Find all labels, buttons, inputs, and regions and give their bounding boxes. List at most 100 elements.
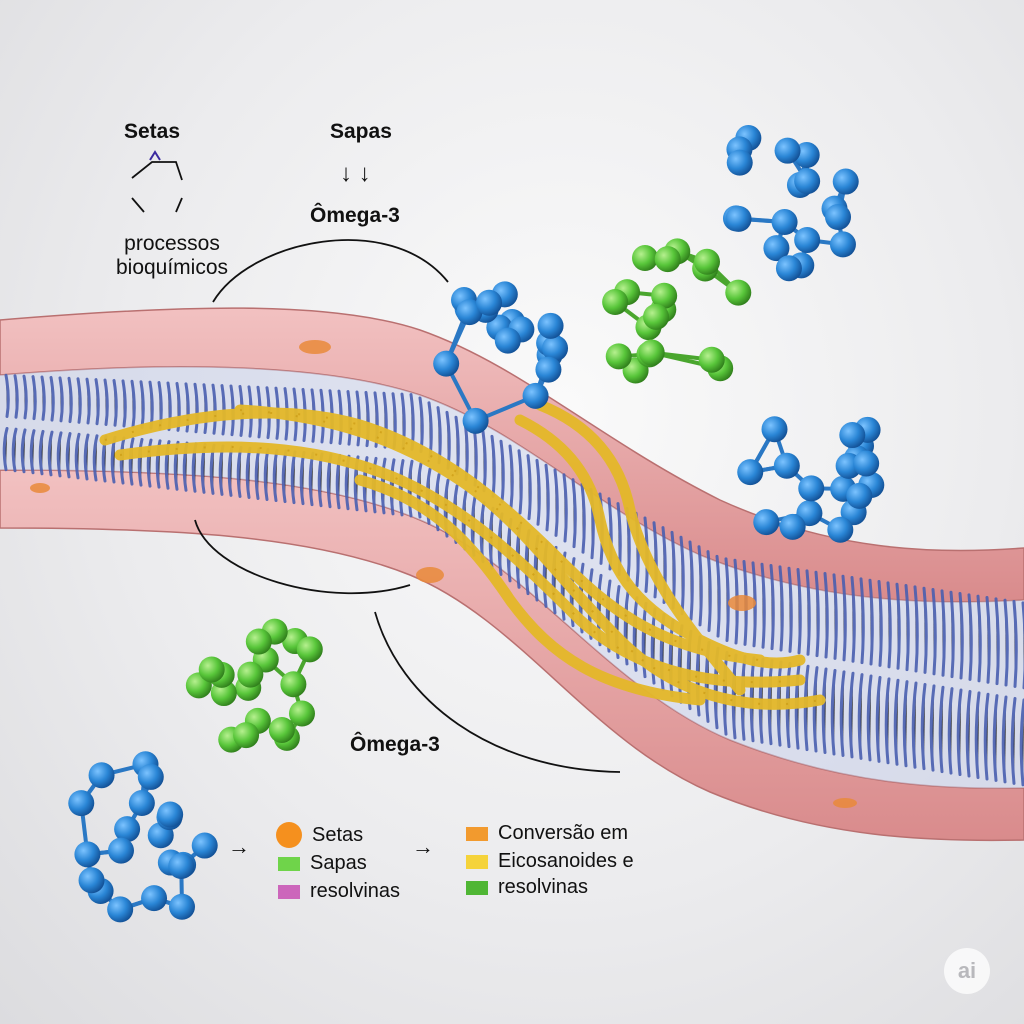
lipid-tail (830, 668, 837, 756)
lipid-tail (49, 375, 55, 422)
legend-item-resolvinas-2: resolvinas (466, 876, 588, 899)
molecule-atom (643, 303, 670, 330)
molecule-atom (114, 816, 141, 843)
lipid-tail (938, 685, 945, 774)
lipid-tail (85, 377, 91, 425)
molecule-atom (853, 450, 880, 477)
molecule-atom (78, 867, 105, 894)
legend-label: resolvinas (310, 880, 401, 902)
molecule-atom (779, 513, 806, 540)
lipid-tail (65, 432, 72, 479)
green-molecule-left (185, 618, 323, 753)
lipid-tail (74, 432, 81, 480)
molecule-atom (794, 168, 821, 195)
lipid-tail (868, 578, 874, 666)
lipid-tail (580, 482, 586, 554)
molecule-atom (763, 235, 790, 262)
lipid-tail (911, 681, 918, 769)
molecule-atom (651, 282, 678, 309)
lipid-tail (58, 376, 64, 423)
lipid-tail (893, 678, 900, 766)
lipid-tail (787, 566, 793, 653)
lipid-tail (20, 428, 27, 474)
lipid-tail (13, 374, 19, 419)
lipid-tail (848, 671, 855, 759)
lipid-tail (4, 373, 10, 418)
green-square-icon (278, 856, 300, 871)
lipid-tail (544, 463, 550, 532)
molecule-atom (846, 482, 873, 509)
orange-circle-icon (276, 822, 302, 848)
legend-item-sapas: Sapas (278, 852, 367, 875)
lipid-tail (2, 426, 9, 472)
small-caret-icon (149, 150, 161, 161)
orange-square-icon (466, 826, 488, 841)
molecule-atom (107, 837, 134, 864)
lipid-tail (796, 568, 802, 655)
molecule-atom (288, 700, 315, 727)
callout-lines (131, 161, 621, 773)
molecule-atom (198, 656, 225, 683)
legend-label: resolvinas (498, 876, 589, 898)
legend-label: Sapas (310, 852, 367, 874)
processos-caption: processos bioquímicos (108, 232, 236, 280)
molecule-atom (157, 801, 184, 828)
lipid-tail (562, 473, 568, 543)
lipid-tail (931, 588, 937, 676)
molecule-atom (168, 893, 195, 920)
lipid-tail (47, 430, 54, 477)
lipid-tail (83, 433, 90, 481)
molecule-atom (245, 628, 272, 655)
molecule-atom (537, 312, 564, 339)
lipid-tail (805, 569, 811, 656)
lipid-tail (965, 689, 972, 778)
setas-title: Setas (124, 120, 181, 143)
lipid-tail (724, 557, 730, 643)
lipid-tail (866, 674, 873, 762)
legend-item-conversao: Conversão em (466, 822, 628, 845)
molecule-atom (794, 226, 821, 253)
sapas-title: Sapas (330, 120, 392, 143)
lipid-tail (832, 573, 838, 660)
molecule-atom (268, 716, 295, 743)
omega3-label-top: Ômega-3 (310, 204, 400, 227)
lipid-tail (760, 562, 766, 649)
legend-item-resolvinas: resolvinas (278, 880, 400, 903)
molecule-atom (237, 661, 264, 688)
molecule-atom (476, 289, 503, 316)
molecule-atom (773, 452, 800, 479)
lipid-tail (983, 692, 990, 781)
green-square-icon (466, 880, 488, 895)
molecule-atom (726, 149, 753, 176)
omega3-label-bottom: Ômega-3 (350, 733, 440, 756)
lipid-tail (11, 427, 18, 473)
lipid-tail (875, 675, 882, 763)
lipid-tail (940, 589, 946, 677)
molecule-atom (775, 255, 802, 282)
lipid-tail (929, 684, 936, 772)
blue-molecule-bottom-left (68, 751, 218, 923)
molecule-atom (632, 245, 659, 272)
lipid-tail (22, 374, 28, 420)
lipid-tail (706, 550, 712, 632)
lipid-tail (814, 570, 820, 658)
lipid-tail (958, 592, 964, 680)
lipid-tail (130, 379, 136, 429)
lipid-tail (850, 576, 856, 663)
lipid-tail (1010, 696, 1017, 785)
lipid-tail (508, 444, 514, 509)
legend-arrow-2: → (412, 834, 434, 859)
molecule-atom (839, 422, 866, 449)
lipid-tail (778, 565, 784, 652)
yellow-square-icon (466, 854, 488, 869)
legend-label: Eicosanoides e (498, 850, 634, 872)
molecule-atom (827, 516, 854, 543)
sapas-arrows: ↓ ↓ (340, 160, 371, 187)
blue-molecule-membrane (433, 281, 569, 434)
molecule-atom (128, 790, 155, 817)
lipid-tail (517, 449, 523, 515)
molecule-atom (137, 763, 164, 790)
molecule-atom (433, 350, 460, 377)
lipid-tail (697, 545, 703, 627)
molecule-atom (68, 790, 95, 817)
